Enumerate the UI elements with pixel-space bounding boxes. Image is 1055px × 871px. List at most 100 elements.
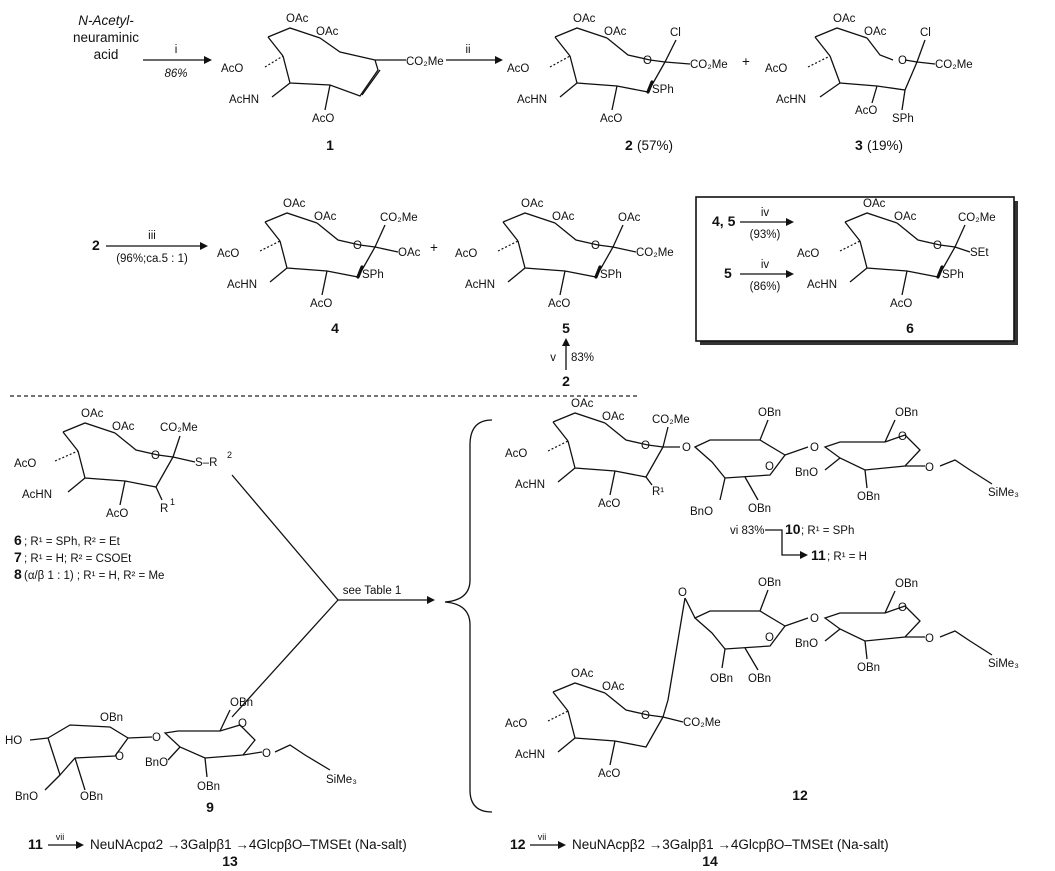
final-13-number: 13 [222, 853, 238, 869]
final-14-reactant: 12 [510, 836, 526, 852]
donor-list-7-text: ; R¹ = H; R² = CSOEt [24, 553, 132, 565]
p10-oac1: OAc [571, 398, 594, 410]
donor-oac2: OAc [112, 421, 135, 433]
start-material: N-Acetyl- neuraminic acid [73, 13, 139, 62]
c3-aco2: AcO [855, 105, 877, 117]
donor-oac1: OAc [81, 408, 104, 420]
c6-aco2: AcO [890, 298, 912, 310]
label-10: 10 [785, 521, 801, 537]
c3-co2me: CO₂Me [935, 59, 973, 71]
c6-oac1: OAc [863, 198, 886, 210]
compound-4: OAc OAc O CO₂Me OAc SPh AcO AcHN AcO 4 [217, 198, 421, 336]
c3-oac2: OAc [864, 26, 887, 38]
c4-ring-o: O [353, 240, 362, 252]
c4-oac: OAc [398, 247, 421, 259]
step-iii-cond: (96%;ca.5 : 1) [116, 253, 188, 265]
box-line1-step: iv [761, 207, 770, 219]
c3-sph: SPh [892, 113, 914, 125]
product-brace [444, 419, 493, 813]
step-i-yield: 86% [164, 68, 187, 80]
p10-r1: R¹ [652, 486, 664, 498]
plus-row1: + [742, 54, 750, 69]
p12-ring-o: O [765, 632, 774, 644]
acc9-obn1: OBn [100, 712, 123, 724]
final-14-number: 14 [702, 853, 718, 869]
p10-ring-o: O [641, 440, 650, 452]
donor-list-8-text: (α/β 1 : 1) ; R¹ = H, R² = Me [24, 570, 164, 582]
c1-achn: AcHN [229, 94, 259, 106]
p12-ring-o2: O [898, 602, 907, 614]
donor-r1: R [160, 503, 168, 515]
arrow-step-ii: ii [446, 44, 503, 64]
donor-aco: AcO [14, 458, 36, 470]
product-10-11: OAc OAc O CO₂Me R¹ AcO AcHN AcO O OBn O … [505, 398, 1019, 563]
c4-oac1: OAc [283, 198, 306, 210]
p10-link-o2: O [810, 442, 819, 454]
p12-oac2: OAc [602, 681, 625, 693]
p12-link-o2: O [810, 613, 819, 625]
p12-bno: BnO [795, 638, 818, 650]
c3-aco: AcO [765, 63, 787, 75]
boxed-panel-compound-6: 4, 5 iv (93%) 5 iv (86%) OAc OAc O CO₂Me… [695, 196, 1018, 345]
p12-glyco-o: O [925, 633, 934, 645]
p10-link-o1: O [682, 442, 691, 454]
p10-achn: AcHN [515, 479, 545, 491]
c5-oac1: OAc [521, 198, 544, 210]
acc9-ring-o: O [115, 751, 124, 763]
c5-aco: AcO [455, 248, 477, 260]
p10-bno: BnO [690, 506, 713, 518]
convergence-arrow: see Table 1 [231, 474, 435, 718]
acc9-sime3: SiMe₃ [326, 774, 357, 786]
donor-list-6-text: ; R¹ = SPh, R² = Et [24, 536, 121, 548]
donor-r2-sup: 2 [227, 450, 232, 460]
c1-co2me: CO₂Me [406, 56, 444, 68]
p12-obn3: OBn [895, 578, 918, 590]
c1-aco2: AcO [312, 113, 334, 125]
c2-cl: Cl [670, 27, 681, 39]
step-ii-label: ii [465, 44, 470, 56]
compound-5-number: 5 [562, 320, 570, 336]
label-11: 11 [811, 547, 826, 563]
see-table-label: see Table 1 [343, 585, 402, 597]
p12-obn4: OBn [857, 662, 880, 674]
p12-obn2: OBn [710, 673, 733, 685]
final-13-product: NeuNAcpα2 →3Galpβ1 →4GlcpβO–TMSEt (Na-sa… [90, 837, 407, 852]
compound-6-number: 6 [906, 320, 914, 336]
box-line2-yield: (86%) [750, 281, 781, 293]
label-10-text: ; R¹ = SPh [801, 525, 854, 537]
p10-bno2: BnO [795, 467, 818, 479]
final-13-reactant: 11 [28, 836, 43, 852]
donor-list-6-num: 6 [14, 532, 22, 548]
c6-co2me: CO₂Me [958, 212, 996, 224]
c2-ring-o: O [643, 55, 652, 67]
c5-oac: OAc [618, 212, 641, 224]
c2-co2me: CO₂Me [690, 59, 728, 71]
c4-achn: AcHN [227, 279, 257, 291]
step-vi-label: vi 83% [730, 525, 765, 537]
acc9-obn3: OBn [80, 791, 103, 803]
step-i-label: i [175, 44, 178, 56]
donor-list-7-num: 7 [14, 549, 22, 565]
p10-aco2: AcO [598, 498, 620, 510]
compound-3-yield: (19%) [867, 138, 903, 153]
box-line2-step: iv [761, 259, 770, 271]
product-12-number: 12 [792, 787, 808, 803]
c1-oac1: OAc [286, 13, 309, 25]
compound-1: OAc OAc CO₂Me AcO AcHN AcO 1 [221, 13, 444, 153]
step-v-reactant: 2 [562, 373, 570, 389]
box-line1-yield: (93%) [750, 229, 781, 241]
c2-aco: AcO [507, 63, 529, 75]
donor-aco2: AcO [106, 508, 128, 520]
c6-aco: AcO [797, 248, 819, 260]
compound-2-number: 2 [625, 137, 633, 153]
p10-aco: AcO [505, 448, 527, 460]
c3-ring-o: O [898, 55, 907, 67]
p12-oac1: OAc [571, 668, 594, 680]
compound-3: OAc OAc O Cl CO₂Me SPh AcO AcHN AcO 3 (1… [765, 13, 973, 153]
c4-sph: SPh [362, 269, 384, 281]
c2-achn: AcHN [517, 94, 547, 106]
final-13-step: vii [56, 832, 65, 842]
donor-r1-sup: 1 [170, 497, 175, 507]
c4-oac2: OAc [314, 211, 337, 223]
compound-5: OAc OAc O OAc CO₂Me SPh AcO AcHN AcO 5 v… [455, 198, 674, 389]
